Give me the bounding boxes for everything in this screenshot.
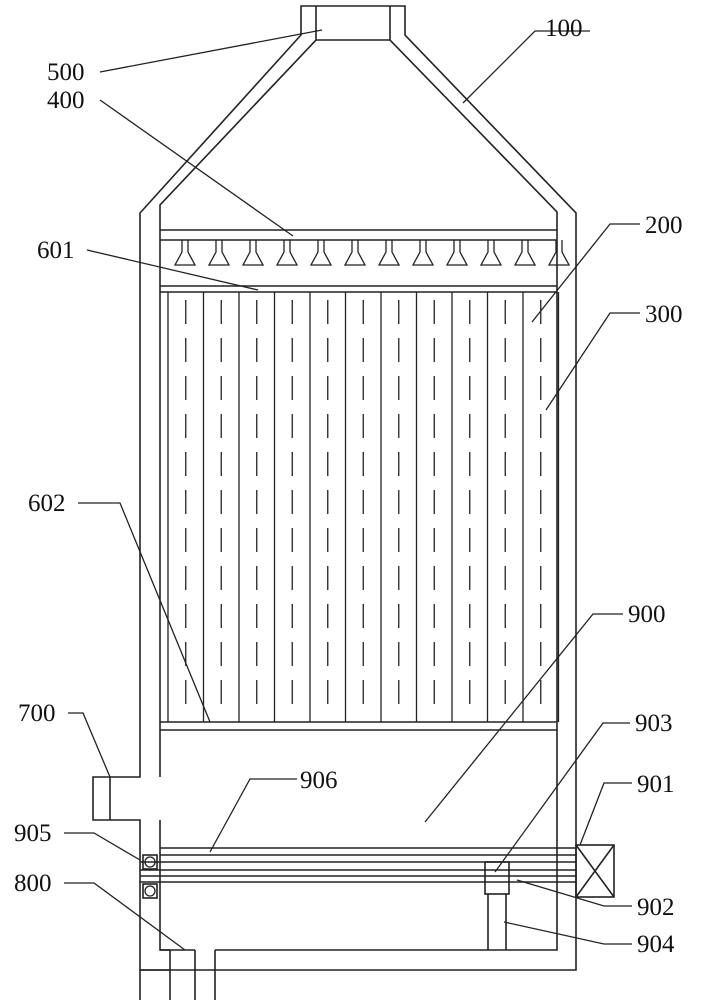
reference-labels: 100 500 400 601 200 300 602 900 700 903 … (14, 15, 683, 958)
spray-nozzle (445, 240, 469, 266)
roller-top-circle (144, 856, 156, 868)
roller-bottom (142, 883, 158, 899)
label-100: 100 (545, 15, 583, 42)
bottom-assembly (140, 844, 615, 950)
spray-nozzle (479, 240, 503, 266)
label-904: 904 (637, 931, 675, 958)
label-905: 905 (14, 820, 52, 847)
spray-nozzle (377, 240, 401, 266)
label-903: 903 (635, 710, 673, 737)
spray-nozzle (343, 240, 367, 266)
spray-nozzle (207, 240, 231, 266)
motor-box (575, 844, 615, 898)
spray-nozzle (309, 240, 333, 266)
spray-nozzle (547, 240, 571, 266)
spray-nozzles (173, 240, 571, 266)
drain-outlet (139, 949, 216, 1000)
tube-bundle (160, 285, 560, 731)
label-300: 300 (645, 301, 683, 328)
spray-distributor (160, 229, 571, 266)
label-906: 906 (300, 767, 338, 794)
drive-block (484, 861, 510, 895)
roller-bottom-circle (144, 885, 156, 897)
leader-lines (64, 29, 640, 951)
spray-nozzle (275, 240, 299, 266)
label-900: 900 (628, 601, 666, 628)
spray-nozzle (241, 240, 265, 266)
roller-top (142, 854, 158, 870)
label-700: 700 (18, 700, 56, 727)
label-901: 901 (637, 771, 675, 798)
label-902: 902 (637, 894, 675, 921)
spray-nozzle (513, 240, 537, 266)
label-400: 400 (47, 87, 85, 114)
vessel-shell (92, 5, 577, 971)
spray-nozzle (411, 240, 435, 266)
heat-exchange-tubes (167, 292, 560, 722)
label-800: 800 (14, 870, 52, 897)
spray-nozzle (173, 240, 197, 266)
label-602: 602 (28, 490, 66, 517)
label-500: 500 (47, 59, 85, 86)
label-601: 601 (37, 237, 75, 264)
label-200: 200 (645, 212, 683, 239)
